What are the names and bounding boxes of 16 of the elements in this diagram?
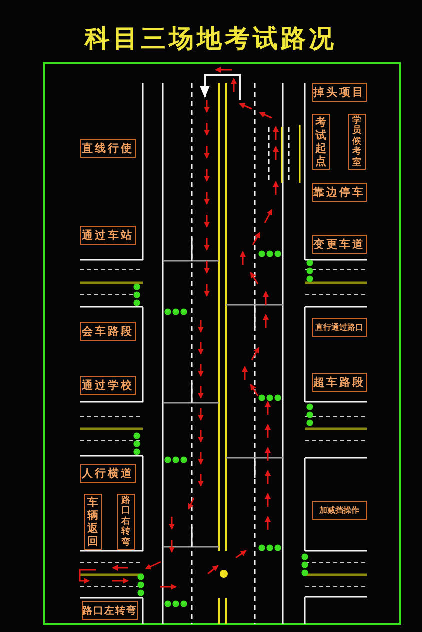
- label-box: 学员候考室: [348, 114, 366, 170]
- label-box: 变更车道: [312, 235, 367, 254]
- label-box: 掉头项目: [312, 83, 367, 102]
- label-box: 车辆返回: [84, 494, 102, 550]
- label-box: 会车路段: [80, 322, 136, 341]
- label-box: 考试起点: [312, 114, 330, 170]
- label-box: 直行通过路口: [312, 318, 367, 337]
- label-box: 通过学校: [80, 376, 136, 395]
- label-box: 直线行使: [80, 139, 136, 158]
- title: 科目三场地考试路况: [84, 23, 338, 55]
- label-box: 人行横道: [80, 464, 136, 483]
- label-box: 加减挡操作: [312, 501, 367, 520]
- label-box: 路口右转弯: [117, 494, 135, 550]
- label-box: 超车路段: [312, 373, 367, 392]
- label-box: 通过车站: [80, 226, 136, 245]
- label-box: 靠边停车: [312, 183, 367, 202]
